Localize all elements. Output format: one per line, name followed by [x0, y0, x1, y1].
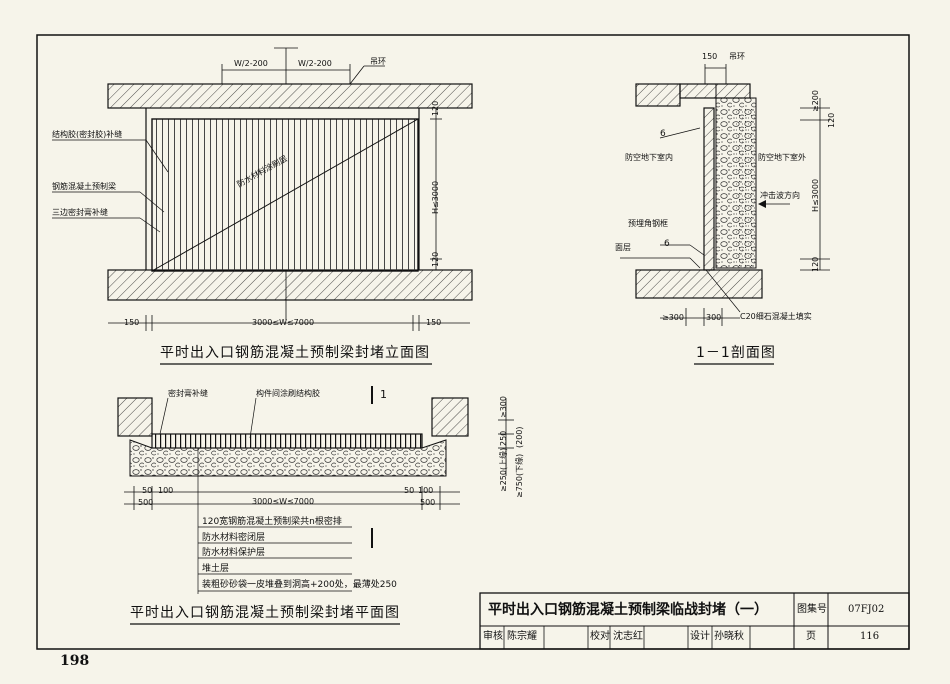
designer-name: 孙晓秋 — [714, 631, 744, 642]
atlas-number: 07FJ02 — [848, 604, 885, 615]
plan-dim-50-left: 50 — [142, 486, 153, 495]
elev-dim-right: 150 — [426, 318, 442, 327]
elev-dim-height: H≤3000 — [431, 180, 440, 214]
sec-hook-label: 吊环 — [729, 52, 745, 61]
plan-dim-width: 3000≤W≤7000 — [252, 497, 315, 506]
sec-c20: C20细石混凝土填实 — [740, 312, 812, 321]
elev-dim-width: 3000≤W≤7000 — [252, 318, 315, 327]
sec-mark-2: 6 — [664, 239, 670, 249]
elev-hook-label: 吊环 — [370, 57, 386, 66]
plan-note-sealant: 密封膏补缝 — [168, 389, 208, 398]
check-label: 校对 — [590, 631, 610, 642]
plan-note-glue: 构件间涂刷结构胶 — [256, 389, 320, 398]
sec-dim-300a: ≥300 — [662, 313, 684, 322]
elev-dim-bottom: 120 — [431, 251, 440, 267]
page-sheet-number: 116 — [860, 631, 880, 642]
page-label: 页 — [806, 631, 816, 642]
sec-blast: 冲击波方向 — [760, 191, 800, 200]
atlas-label: 图集号 — [797, 604, 827, 615]
reviewer-name: 陈宗耀 — [507, 631, 537, 642]
plan-dim-500-left: 500 — [138, 498, 154, 507]
sec-mark-1: 6 — [660, 129, 666, 139]
plan-dim-750: ≥750(下缘) — [515, 453, 524, 498]
sec-dim-height: H≤3000 — [811, 178, 820, 212]
elev-note-beam: 钢筋混凝土预制梁 — [52, 182, 116, 191]
plan-layer-3: 防水材料保护层 — [202, 548, 266, 558]
elev-note-joint: 结构胶(密封胶)补缝 — [52, 130, 123, 139]
sec-dim-200: ≥200 — [811, 90, 820, 112]
review-label: 审核 — [483, 631, 503, 642]
elev-dim-left: 150 — [124, 318, 140, 327]
sec-dim-150: 150 — [702, 52, 718, 61]
sec-dim-120-bottom: 120 — [811, 256, 820, 272]
plan-section-mark: 1 — [380, 388, 387, 401]
title-block-title: 平时出入口钢筋混凝土预制梁临战封堵（一） — [488, 602, 768, 618]
plan-layer-2: 防水材料密闭层 — [202, 533, 266, 543]
plan-layer-1: 120宽钢筋混凝土预制梁共n根密排 — [202, 517, 342, 527]
design-label: 设计 — [690, 631, 710, 642]
elev-note-sealant: 三边密封膏补缝 — [52, 208, 108, 217]
sec-inside: 防空地下室内 — [625, 153, 673, 162]
elev-dim-top: 120 — [431, 100, 440, 116]
sheet-border — [36, 34, 910, 650]
plan-dim-200: (200) — [515, 426, 524, 448]
section-drawing — [620, 64, 830, 365]
plan-dim-100-right: 100 — [418, 486, 434, 495]
elev-dim-half-right: W/2-200 — [298, 59, 332, 68]
plan-dim-50-right: 50 — [404, 486, 415, 495]
sec-dim-120-top: 120 — [827, 112, 836, 128]
plan-layer-5: 装粗砂砂袋一皮堆叠到洞高+200处，最薄处250 — [202, 580, 397, 590]
section-caption: 1－1剖面图 — [696, 345, 776, 361]
sec-dim-300b: 300 — [706, 313, 722, 322]
plan-dim-100-left: 100 — [158, 486, 174, 495]
checker-name: 沈志红 — [613, 631, 643, 642]
plan-dim-500-right: 500 — [420, 498, 436, 507]
title-block-frame — [479, 592, 910, 650]
plan-layer-4: 堆土层 — [202, 564, 230, 574]
book-page-number: 198 — [60, 653, 90, 669]
elevation-drawing — [52, 47, 473, 365]
plan-dim-250: 250 — [499, 430, 508, 446]
sec-outside: 防空地下室外 — [758, 153, 806, 162]
sec-floor: 面层 — [615, 243, 631, 252]
sec-angle-frame: 预埋角钢框 — [628, 219, 668, 228]
elev-dim-half-left: W/2-200 — [234, 59, 268, 68]
elevation-caption: 平时出入口钢筋混凝土预制梁封堵立面图 — [160, 345, 430, 361]
plan-dim-300: ≥300 — [499, 396, 508, 418]
plan-dim-250up: ≥250(上缘) — [499, 447, 508, 492]
plan-drawing — [117, 386, 514, 625]
plan-caption: 平时出入口钢筋混凝土预制梁封堵平面图 — [130, 605, 400, 621]
